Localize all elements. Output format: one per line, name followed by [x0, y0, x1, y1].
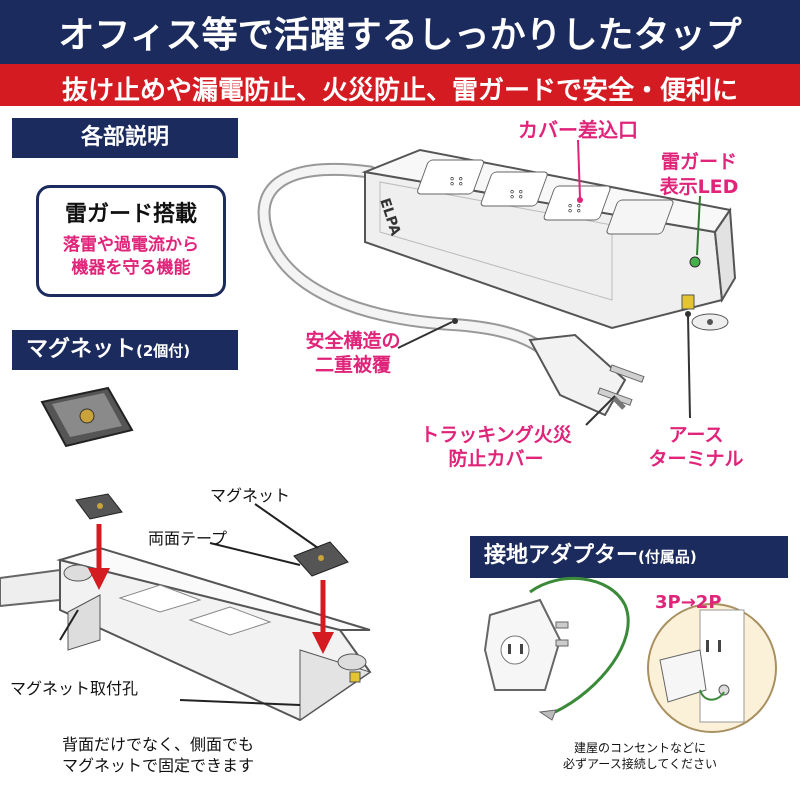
adapter-note-2: 必ずアース接続してください	[563, 757, 717, 772]
lightning-guard-title: 雷ガード搭載	[64, 202, 197, 227]
section-label-magnet: マグネット(2個付)	[12, 330, 238, 370]
section-label-magnet-count: (2個付)	[136, 342, 191, 360]
tracking-cover-label-2: 防止カバー	[448, 447, 544, 470]
section-label-adapter: 接地アダプター(付属品)	[470, 536, 788, 578]
cover-outlet-label: カバー差込口	[518, 118, 638, 142]
double-coating-label-2: 二重被覆	[314, 353, 391, 376]
earth-terminal-label: アース ターミナル	[626, 424, 766, 472]
section-label-parts: 各部説明	[12, 118, 238, 158]
section-label-parts-text: 各部説明	[80, 125, 169, 150]
led-label-2: 表示LED	[659, 175, 739, 198]
lightning-guard-desc-1: 落雷や過電流から	[63, 235, 199, 255]
double-coating-label-1: 安全構造の	[305, 330, 401, 352]
magnet-note-2: マグネットで固定できます	[62, 755, 255, 775]
svg-text:⦂ ⦂: ⦂ ⦂	[510, 186, 523, 202]
double-coating-label: 安全構造の 二重被覆	[288, 330, 418, 378]
magnet-note-1: 背面だけでなく、側面でも	[62, 735, 255, 754]
wall-outlet-illustration	[647, 603, 777, 733]
led-label: 雷ガード 表示LED	[624, 150, 774, 199]
subtitle-banner	[0, 64, 800, 106]
page-subtitle: 抜け止めや漏電防止、火災防止、雷ガードで安全・便利に	[61, 76, 738, 106]
double-tape-label: 両面テープ	[148, 529, 228, 548]
earth-terminal-screw	[681, 294, 695, 310]
earth-terminal-label-1: アース	[668, 424, 724, 446]
conversion-label: 3P→2P	[655, 592, 722, 613]
section-label-magnet-text: マグネット	[26, 337, 137, 362]
section-label-adapter-note: (付属品)	[638, 548, 697, 566]
earth-terminal-label-2: ターミナル	[648, 447, 744, 470]
adapter-note: 建屋のコンセントなどに 必ずアース接続してください	[540, 740, 740, 772]
magnet-note: 背面だけでなく、側面でも マグネットで固定できます	[62, 735, 254, 777]
magnet-label: マグネット	[210, 486, 291, 505]
led-indicator	[689, 256, 701, 268]
adapter-note-1: 建屋のコンセントなどに	[573, 741, 706, 755]
led-label-1: 雷ガード	[660, 151, 737, 173]
svg-text:⦂ ⦂: ⦂ ⦂	[568, 200, 581, 216]
page-title: オフィス等で活躍するしっかりしたタップ	[58, 15, 742, 56]
tracking-cover-label-1: トラッキング火災	[420, 424, 572, 446]
lightning-guard-desc-2: 機器を守る機能	[71, 257, 191, 278]
power-strip: ⦂ ⦂ ⦂ ⦂ ⦂ ⦂ ELPA	[361, 148, 737, 331]
plug-icon	[528, 333, 645, 417]
magnet-sample	[40, 386, 134, 448]
lightning-guard-box: 雷ガード搭載 落雷や過電流から 機器を守る機能	[36, 185, 226, 297]
tracking-cover-label: トラッキング火災 防止カバー	[396, 424, 596, 472]
magnet-hole-label: マグネット取付孔	[10, 679, 139, 698]
magnet-mount-diagram	[0, 493, 372, 722]
ground-adapter	[483, 577, 630, 721]
section-label-adapter-text: 接地アダプター	[484, 543, 639, 568]
svg-text:⦂ ⦂: ⦂ ⦂	[450, 173, 463, 189]
title-banner	[0, 0, 800, 64]
